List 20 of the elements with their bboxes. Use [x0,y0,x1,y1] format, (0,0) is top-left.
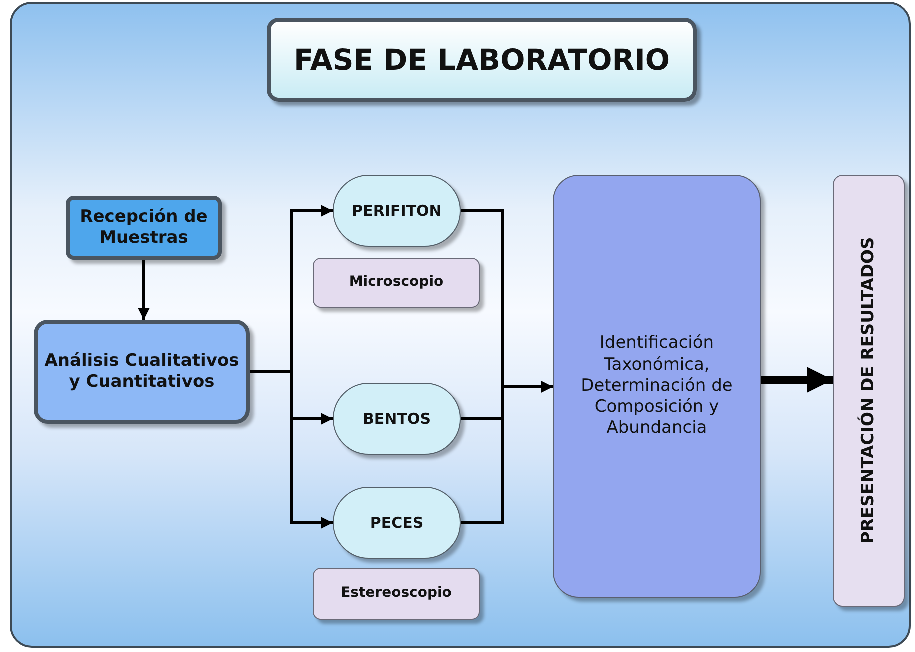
node-label: PRESENTACIÓN DE RESULTADOS [858,238,880,544]
node-label: Identificación Taxonómica, Determinación de Composición y Abundancia [580,333,734,440]
node-label: BENTOS [362,410,432,428]
process-box [553,175,761,598]
node-label: PECES [370,514,424,532]
arrow [761,367,833,393]
result-box [833,175,905,607]
arrow [461,381,553,524]
arrow [138,260,150,320]
node-label: Microscopio [349,274,444,292]
node-label: Análisis Cualitativos y Cuantitativos [44,350,240,394]
note-box [313,568,480,620]
note-box [313,258,480,308]
process-box [66,196,222,260]
node-label: Estereoscopio [341,585,452,603]
process-box [34,320,250,424]
arrow [250,370,333,529]
node-label: Recepción de Muestras [79,206,209,250]
title-box: FASE DE LABORATORIO [267,18,697,102]
node-label: PERIFITON [352,202,442,220]
